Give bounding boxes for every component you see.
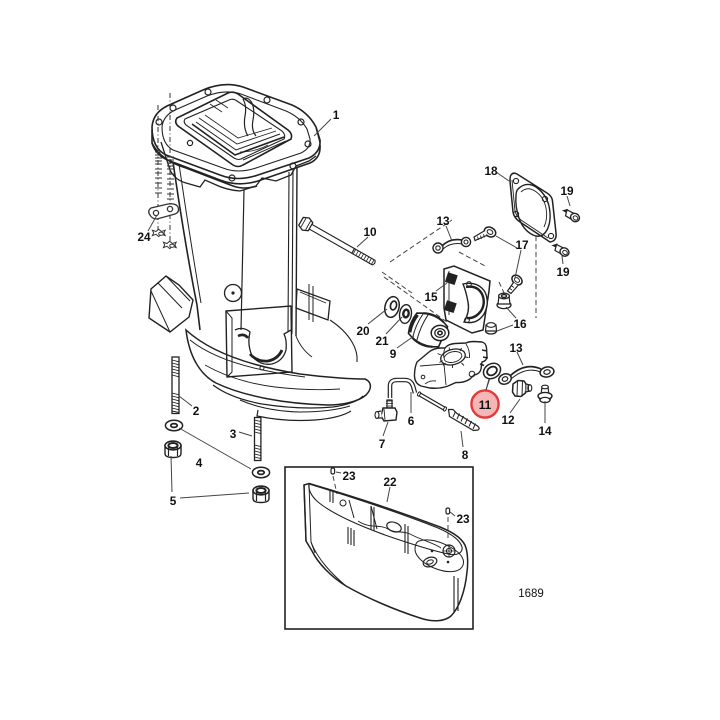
svg-text:16: 16 bbox=[513, 317, 527, 331]
svg-text:4: 4 bbox=[196, 456, 203, 470]
svg-text:1: 1 bbox=[333, 108, 340, 122]
svg-text:1689: 1689 bbox=[518, 588, 544, 600]
svg-text:3: 3 bbox=[230, 427, 237, 441]
svg-text:14: 14 bbox=[538, 424, 552, 438]
svg-text:5: 5 bbox=[170, 494, 177, 508]
svg-text:21: 21 bbox=[375, 334, 389, 348]
svg-text:2: 2 bbox=[193, 404, 200, 418]
svg-text:23: 23 bbox=[456, 512, 470, 526]
svg-text:23: 23 bbox=[342, 469, 356, 483]
svg-text:19: 19 bbox=[556, 265, 570, 279]
svg-text:12: 12 bbox=[501, 413, 515, 427]
svg-text:17: 17 bbox=[515, 238, 529, 252]
svg-text:9: 9 bbox=[390, 347, 397, 361]
svg-text:10: 10 bbox=[363, 225, 377, 239]
svg-text:6: 6 bbox=[408, 414, 415, 428]
svg-text:13: 13 bbox=[436, 214, 450, 228]
svg-text:22: 22 bbox=[383, 475, 397, 489]
svg-text:15: 15 bbox=[424, 290, 438, 304]
svg-text:7: 7 bbox=[379, 437, 386, 451]
svg-text:19: 19 bbox=[560, 184, 574, 198]
svg-text:13: 13 bbox=[509, 341, 523, 355]
svg-text:11: 11 bbox=[479, 398, 492, 412]
svg-text:20: 20 bbox=[356, 324, 370, 338]
svg-text:24: 24 bbox=[137, 230, 151, 244]
svg-text:18: 18 bbox=[484, 164, 498, 178]
svg-text:8: 8 bbox=[462, 448, 469, 462]
